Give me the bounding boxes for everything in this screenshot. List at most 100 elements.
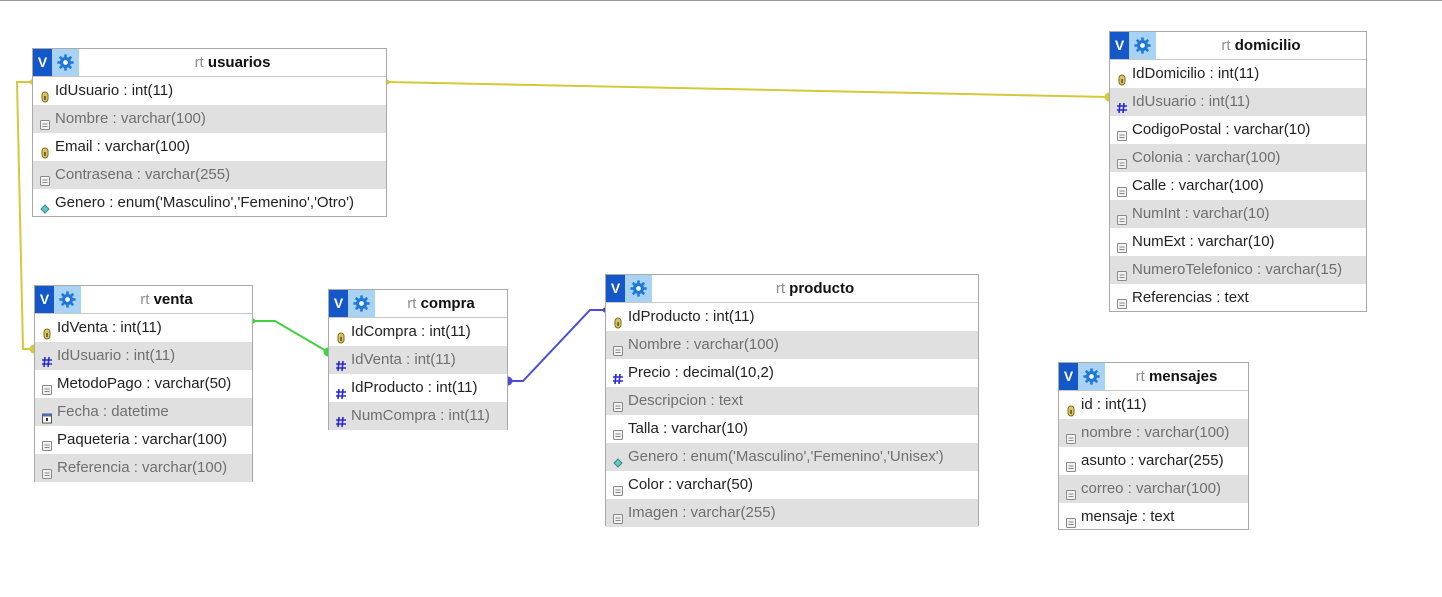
toggle-view-button[interactable]: V (33, 49, 52, 76)
column-row[interactable]: Nombre : varchar(100) (606, 331, 978, 359)
gear-icon[interactable] (54, 286, 81, 313)
text-field-icon (41, 434, 53, 451)
column-row[interactable]: IdProducto : int(11) (606, 303, 978, 331)
text-field-icon (1116, 264, 1128, 281)
column-row[interactable]: asunto : varchar(255) (1059, 447, 1248, 475)
text-field-icon (1065, 483, 1077, 500)
column-label: IdCompra : int(11) (351, 323, 471, 340)
relation-line-usuarios-venta (15, 81, 34, 350)
table-title: rt mensajes (1105, 363, 1248, 390)
text-field-icon (1116, 292, 1128, 309)
column-row[interactable]: IdUsuario : int(11) (33, 77, 386, 105)
column-row[interactable]: Descripcion : text (606, 387, 978, 415)
column-label: nombre : varchar(100) (1081, 424, 1230, 441)
toggle-view-button[interactable]: V (1059, 363, 1078, 390)
toggle-view-button[interactable]: V (606, 275, 625, 302)
column-row[interactable]: Precio : decimal(10,2) (606, 359, 978, 387)
column-row[interactable]: Paqueteria : varchar(100) (35, 426, 252, 454)
column-row[interactable]: Nombre : varchar(100) (33, 105, 386, 133)
text-field-icon (612, 507, 624, 524)
column-label: id : int(11) (1081, 396, 1147, 413)
column-row[interactable]: Colonia : varchar(100) (1110, 144, 1366, 172)
text-field-icon (612, 423, 624, 440)
column-row[interactable]: correo : varchar(100) (1059, 475, 1248, 503)
table-name: usuarios (207, 54, 271, 71)
column-row[interactable]: Color : varchar(50) (606, 471, 978, 499)
text-field-icon (1116, 208, 1128, 225)
column-row[interactable]: NumCompra : int(11) (329, 402, 507, 430)
column-row[interactable]: id : int(11) (1059, 391, 1248, 419)
column-row[interactable]: NumeroTelefonico : varchar(15) (1110, 256, 1366, 284)
column-row[interactable]: IdVenta : int(11) (35, 314, 252, 342)
column-label: Colonia : varchar(100) (1132, 149, 1281, 166)
column-row[interactable]: nombre : varchar(100) (1059, 419, 1248, 447)
column-row[interactable]: Contrasena : varchar(255) (33, 161, 386, 189)
column-row[interactable]: IdUsuario : int(11) (35, 342, 252, 370)
hash-icon (335, 410, 347, 428)
table-name: mensajes (1148, 368, 1218, 385)
key-icon (612, 311, 624, 329)
column-row[interactable]: MetodoPago : varchar(50) (35, 370, 252, 398)
toggle-view-button[interactable]: V (1110, 32, 1129, 59)
column-row[interactable]: Email : varchar(100) (33, 133, 386, 161)
column-row[interactable]: Genero : enum('Masculino','Femenino','Un… (606, 443, 978, 471)
column-row[interactable]: CodigoPostal : varchar(10) (1110, 116, 1366, 144)
table-database-prefix: rt (1135, 368, 1145, 385)
column-row[interactable]: Calle : varchar(100) (1110, 172, 1366, 200)
column-row[interactable]: IdDomicilio : int(11) (1110, 60, 1366, 88)
hash-icon (335, 382, 347, 400)
column-label: Imagen : varchar(255) (628, 504, 776, 521)
gear-icon[interactable] (1129, 32, 1156, 59)
column-label: Precio : decimal(10,2) (628, 364, 774, 381)
column-row[interactable]: IdVenta : int(11) (329, 346, 507, 374)
column-row[interactable]: Genero : enum('Masculino','Femenino','Ot… (33, 189, 386, 217)
column-row[interactable]: NumExt : varchar(10) (1110, 228, 1366, 256)
hash-icon (335, 354, 347, 372)
gear-icon[interactable] (348, 290, 375, 317)
column-row[interactable]: IdUsuario : int(11) (1110, 88, 1366, 116)
column-row[interactable]: IdProducto : int(11) (329, 374, 507, 402)
gear-icon[interactable] (52, 49, 79, 76)
column-label: IdUsuario : int(11) (1132, 93, 1251, 110)
column-row[interactable]: mensaje : text (1059, 503, 1248, 531)
table-title: rt domicilio (1156, 32, 1366, 59)
column-label: Nombre : varchar(100) (628, 336, 779, 353)
enum-icon (612, 451, 624, 468)
column-row[interactable]: NumInt : varchar(10) (1110, 200, 1366, 228)
toggle-view-button[interactable]: V (35, 286, 54, 313)
text-field-icon (1116, 236, 1128, 253)
gear-icon[interactable] (1078, 363, 1105, 390)
table-title: rt venta (81, 286, 252, 313)
top-divider (0, 0, 1442, 1)
column-row[interactable]: Talla : varchar(10) (606, 415, 978, 443)
key-icon (1065, 399, 1077, 417)
gear-icon[interactable] (625, 275, 652, 302)
toggle-view-button[interactable]: V (329, 290, 348, 317)
column-row[interactable]: Referencia : varchar(100) (35, 454, 252, 482)
column-label: IdVenta : int(11) (351, 351, 456, 368)
column-label: IdUsuario : int(11) (57, 347, 176, 364)
column-label: IdUsuario : int(11) (55, 82, 174, 99)
text-field-icon (39, 169, 51, 186)
column-label: MetodoPago : varchar(50) (57, 375, 232, 392)
column-row[interactable]: Imagen : varchar(255) (606, 499, 978, 527)
column-label: asunto : varchar(255) (1081, 452, 1224, 469)
column-row[interactable]: Fecha : datetime (35, 398, 252, 426)
column-row[interactable]: Referencias : text (1110, 284, 1366, 312)
column-row[interactable]: IdCompra : int(11) (329, 318, 507, 346)
text-field-icon (1116, 180, 1128, 197)
table-title: rt producto (652, 275, 978, 302)
table-database-prefix: rt (194, 54, 204, 71)
